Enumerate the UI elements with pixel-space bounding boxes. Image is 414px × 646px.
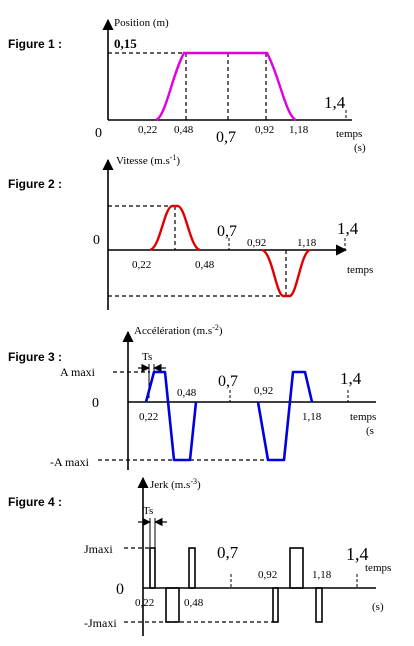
figure-3-origin: 0	[92, 396, 99, 411]
figure-4-label: Figure 4 :	[8, 495, 62, 509]
figure-1-x-label: temps	[336, 128, 362, 140]
figure-3-acceleration-pulse-1	[144, 370, 198, 462]
figure-2-origin: 0	[93, 233, 100, 248]
figure-2-y-label: Vitesse (m.s-1)	[116, 153, 180, 167]
figure-2-label: Figure 2 :	[8, 177, 62, 191]
figure-4-tick-label-07: 0,7	[217, 543, 239, 562]
figure-4-tick-label-14: 1,4	[346, 544, 369, 564]
figure-4-origin: 0	[116, 581, 124, 598]
figure-3-tick-label-118: 1,18	[302, 411, 322, 423]
figure-2-tick-label-118: 1,18	[297, 237, 317, 249]
figure-4-jerk-pulse-3	[188, 547, 196, 589]
figure-4-jerk-pulse-5	[289, 547, 304, 589]
figure-2-x-label: temps	[347, 264, 373, 276]
figure-4-tick-label-022: 0,22	[135, 597, 154, 609]
figure-1-label: Figure 1 :	[8, 37, 62, 51]
figure-1-ymax-label: 0,15	[114, 36, 137, 51]
figure-2-velocity-trough	[261, 248, 311, 298]
figure-1-y-label: Position (m)	[114, 17, 169, 29]
figure-2: Figure 2 : Vitesse (m.s-1) 0 0,22 0,48 0…	[8, 153, 373, 310]
figure-4: Figure 4 : Jerk (m.s-3) Ts Jmaxi -Jmaxi …	[8, 476, 391, 636]
figure-4-y-label: Jerk (m.s-3)	[150, 477, 201, 491]
figure-2-tick-label-022: 0,22	[132, 259, 151, 271]
figure-4-unit: (s)	[372, 601, 384, 613]
figure-3-y-label: Accélération (m.s-2)	[134, 323, 223, 337]
figure-2-velocity-peak	[149, 204, 201, 252]
figure-3-ts-label: Ts	[142, 351, 152, 363]
figure-3-acceleration-pulse-2	[256, 370, 314, 462]
figure-3-label: Figure 3 :	[8, 350, 62, 364]
figure-4-jmax-label: Jmaxi	[84, 542, 113, 556]
figure-1-tick-label-118: 1,18	[289, 124, 309, 136]
figure-4-jerk-pulse-2	[165, 587, 180, 623]
figure-2-tick-label-14: 1,4	[337, 219, 359, 238]
figure-4-x-label: temps	[365, 562, 391, 574]
figure-2-tick-label-092: 0,92	[247, 237, 266, 249]
figure-3-amax-label: A maxi	[60, 365, 96, 379]
figure-4-jerk-pulse-4	[272, 587, 279, 623]
figure-4-jmin-label: -Jmaxi	[84, 616, 117, 630]
figure-1: Figure 1 : Position (m) 0,15 0 0,22 0,48…	[8, 17, 366, 154]
figure-1-position-curve	[155, 51, 297, 122]
figure-3-x-label: temps	[350, 411, 376, 423]
figure-4-tick-label-118: 1,18	[312, 569, 332, 581]
figure-3-tick-label-022: 0,22	[139, 411, 158, 423]
figure-3-tick-label-14: 1,4	[340, 369, 362, 388]
figure-3-amin-label: -A maxi	[50, 455, 90, 469]
figure-2-tick-label-07: 0,7	[217, 223, 237, 240]
figure-4-jerk-pulse-6	[315, 587, 323, 623]
figure-1-unit: (s)	[354, 142, 366, 154]
figure-4-tick-label-092: 0,92	[258, 569, 277, 581]
figure-1-tick-label-022: 0,22	[138, 124, 157, 136]
figure-1-origin: 0	[95, 126, 102, 141]
figure-4-jerk-pulse-1	[149, 547, 156, 589]
figure-4-ts-label: Ts	[143, 505, 153, 517]
figure-1-tick-label-048: 0,48	[174, 124, 194, 136]
figure-3-tick-label-092: 0,92	[254, 385, 273, 397]
figure-1-tick-label-092: 0,92	[255, 124, 274, 136]
figure-1-tick-label-07: 0,7	[216, 129, 236, 146]
figure-1-tick-label-14: 1,4	[324, 93, 346, 112]
figure-3-tick-label-07: 0,7	[218, 373, 238, 390]
figure-2-tick-label-048: 0,48	[195, 259, 215, 271]
figure-3-unit: (s	[366, 425, 374, 437]
figure-4-tick-label-048: 0,48	[184, 597, 204, 609]
figure-3-tick-label-048: 0,48	[177, 387, 197, 399]
figure-3: Figure 3 : Accélération (m.s-2) Ts A max…	[8, 323, 376, 470]
